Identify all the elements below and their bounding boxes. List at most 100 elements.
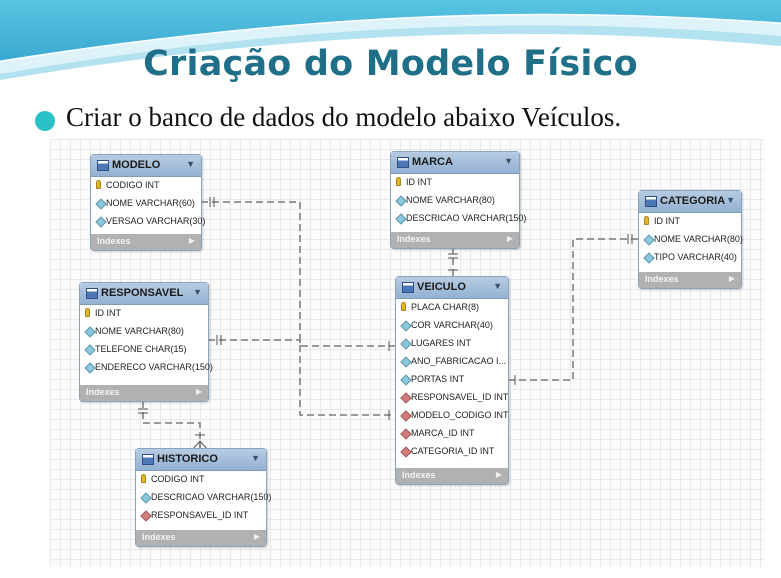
expand-arrow-icon[interactable]: ▶ [728,274,735,283]
column-row[interactable]: ID INT [391,174,519,192]
table-icon [402,282,414,293]
column-label: MODELO_CODIGO INT [411,410,509,420]
column-icon [95,198,107,210]
column-row[interactable]: CATEGORIA_ID INT [396,443,508,461]
column-row[interactable]: ID INT [639,213,741,231]
column-row[interactable]: CODIGO INT [136,471,266,489]
column-row[interactable]: RESPONSAVEL_ID INT [136,507,266,525]
expand-arrow-icon[interactable]: ▶ [188,236,195,245]
column-label: MARCA_ID INT [411,428,475,438]
column-icon [395,213,407,225]
expand-arrow-icon[interactable]: ▶ [253,532,260,541]
column-icon [140,492,152,504]
primary-key-icon [644,216,649,225]
table-icon [397,157,409,168]
foreign-key-icon [400,392,412,404]
table-name: MODELO [112,159,161,171]
column-label: NOME VARCHAR(80) [95,326,184,336]
column-row[interactable]: ID INT [80,305,208,323]
column-row[interactable]: MARCA_ID INT [396,425,508,443]
column-label: COR VARCHAR(40) [411,320,493,330]
column-row[interactable]: DESCRICAO VARCHAR(150) [136,489,271,507]
indexes-label: Indexes [645,274,679,284]
primary-key-icon [85,308,90,317]
table-icon [97,160,109,171]
table-historico[interactable]: HISTORICO ▼ CODIGO INT DESCRICAO VARCHAR… [135,448,271,547]
column-label: CODIGO INT [151,474,205,484]
primary-key-icon [396,177,401,186]
column-label: CODIGO INT [106,180,160,190]
table-header[interactable]: HISTORICO ▼ [136,449,266,471]
column-row[interactable]: PLACA CHAR(8) [396,299,508,317]
collapse-arrow-icon[interactable]: ▼ [251,453,260,463]
column-label: NOME VARCHAR(80) [654,234,743,244]
column-row[interactable]: TELEFONE CHAR(15) [80,341,208,359]
table-header[interactable]: MARCA ▼ [391,152,519,174]
er-diagram-canvas: MODELO ▼ CODIGO INT NOME VARCHAR(60) VER… [50,139,764,567]
column-icon [400,320,412,332]
table-name: VEICULO [417,281,466,293]
foreign-key-icon [400,428,412,440]
indexes-section[interactable]: Indexes ▶ [91,234,201,250]
bullet-icon [35,111,55,131]
collapse-arrow-icon[interactable]: ▼ [193,287,202,297]
indexes-section[interactable]: Indexes ▶ [396,468,508,484]
indexes-section[interactable]: Indexes ▶ [80,385,208,401]
expand-arrow-icon[interactable]: ▶ [495,470,502,479]
column-label: TELEFONE CHAR(15) [95,344,187,354]
column-label: ID INT [406,177,432,187]
foreign-key-icon [400,446,412,458]
indexes-section[interactable]: Indexes ▶ [391,232,519,248]
column-row[interactable]: PORTAS INT [396,371,508,389]
column-icon [95,216,107,228]
expand-arrow-icon[interactable]: ▶ [195,387,202,396]
column-row[interactable]: TIPO VARCHAR(40) [639,249,741,267]
column-row[interactable]: NOME VARCHAR(60) [91,195,201,213]
table-header[interactable]: VEICULO ▼ [396,277,508,299]
column-label: LUGARES INT [411,338,472,348]
table-name: MARCA [412,156,453,168]
table-name: HISTORICO [157,453,218,465]
expand-arrow-icon[interactable]: ▶ [506,234,513,243]
column-row[interactable]: ANO_FABRICACAO I... [396,353,508,371]
primary-key-icon [401,302,406,311]
column-row[interactable]: NOME VARCHAR(80) [80,323,208,341]
column-row[interactable]: LUGARES INT [396,335,508,353]
collapse-arrow-icon[interactable]: ▼ [493,281,502,291]
table-marca[interactable]: MARCA ▼ ID INT NOME VARCHAR(80) DESCRICA… [390,151,526,249]
column-row[interactable]: RESPONSAVEL_ID INT [396,389,508,407]
column-label: ID INT [95,308,121,318]
column-label: RESPONSAVEL_ID INT [411,392,509,402]
column-row[interactable]: ENDERECO VARCHAR(150) [80,359,213,377]
column-row[interactable]: MODELO_CODIGO INT [396,407,509,425]
collapse-arrow-icon[interactable]: ▼ [726,195,735,205]
table-header[interactable]: MODELO ▼ [91,155,201,177]
column-row[interactable]: DESCRICAO VARCHAR(150) [391,210,526,228]
collapse-arrow-icon[interactable]: ▼ [504,156,513,166]
column-icon [400,356,412,368]
column-row[interactable]: VERSAO VARCHAR(30) [91,213,205,231]
table-header[interactable]: CATEGORIA ▼ [639,191,741,213]
column-row[interactable]: COR VARCHAR(40) [396,317,508,335]
column-label: ENDERECO VARCHAR(150) [95,362,213,372]
table-name: CATEGORIA [660,195,726,207]
table-veiculo[interactable]: VEICULO ▼ PLACA CHAR(8) COR VARCHAR(40) … [395,276,509,485]
slide-bullet-text: Criar o banco de dados do modelo abaixo … [66,102,622,132]
collapse-arrow-icon[interactable]: ▼ [186,159,195,169]
column-row[interactable]: NOME VARCHAR(80) [639,231,743,249]
column-label: PORTAS INT [411,374,465,384]
column-icon [643,252,655,264]
rel-responsavel-veiculo [208,339,395,347]
table-header[interactable]: RESPONSAVEL ▼ [80,283,208,305]
table-categoria[interactable]: CATEGORIA ▼ ID INT NOME VARCHAR(80) TIPO… [638,190,743,289]
table-modelo[interactable]: MODELO ▼ CODIGO INT NOME VARCHAR(60) VER… [90,154,205,251]
indexes-section[interactable]: Indexes ▶ [136,530,266,546]
table-responsavel[interactable]: RESPONSAVEL ▼ ID INT NOME VARCHAR(80) TE… [79,282,213,402]
table-icon [86,288,98,299]
indexes-section[interactable]: Indexes ▶ [639,272,741,288]
column-row[interactable]: CODIGO INT [91,177,201,195]
column-icon [395,195,407,207]
primary-key-icon [141,474,146,483]
column-label: ANO_FABRICACAO I... [411,356,507,366]
column-row[interactable]: NOME VARCHAR(80) [391,192,519,210]
